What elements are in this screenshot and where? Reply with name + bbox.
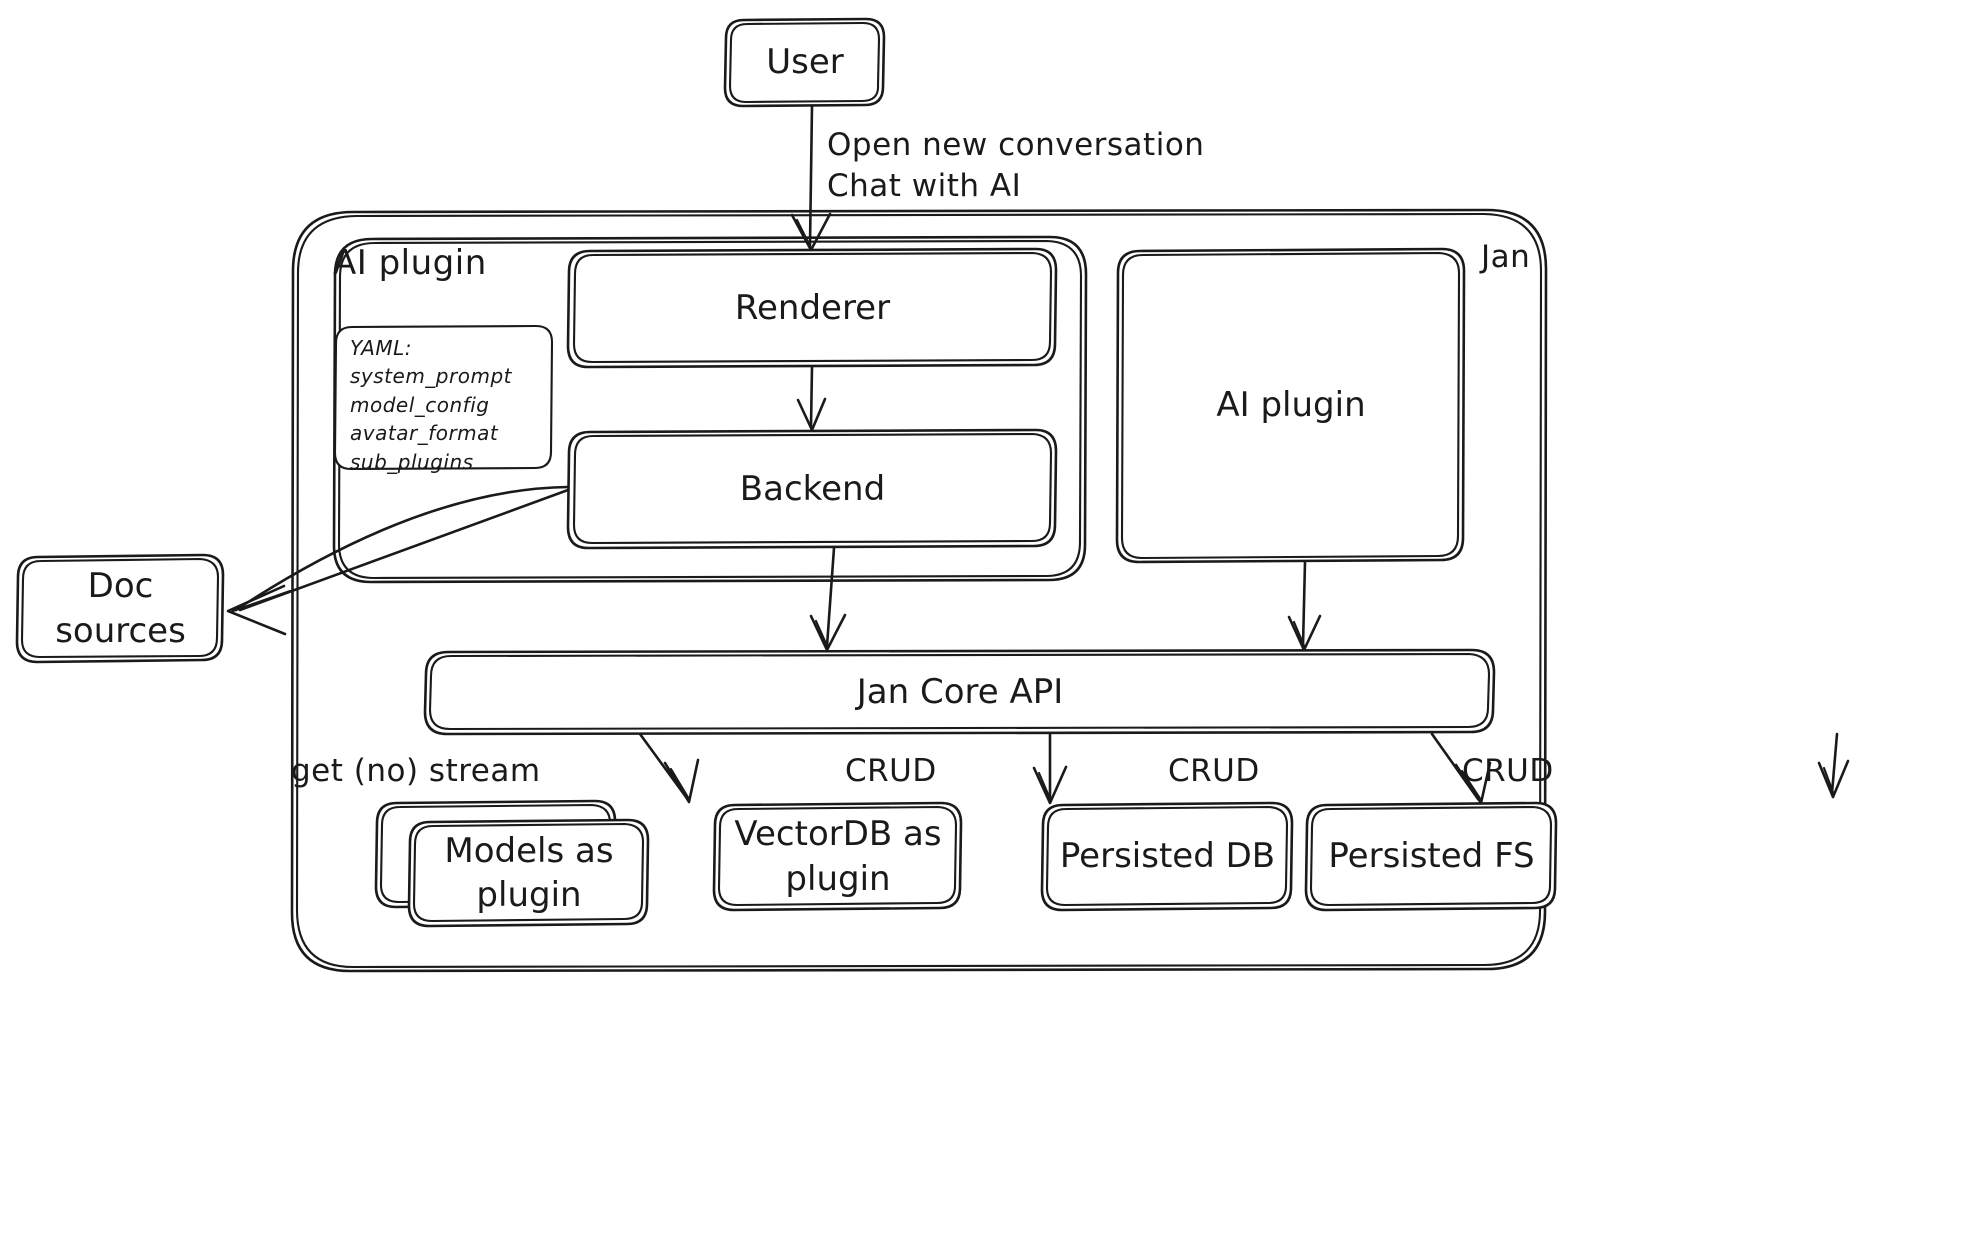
edge-renderer-to-backend: [796, 365, 827, 432]
renderer-node-shape: [566, 247, 1058, 369]
yaml-key-sub-plugins: sub_plugins: [350, 449, 474, 474]
jan-container-label: Jan: [1481, 239, 1531, 275]
edge-backend-to-doc-sources: [226, 485, 570, 636]
ai-plugin-group-label: AI plugin: [333, 243, 487, 283]
vectordb-as-plugin-shape: [712, 801, 963, 912]
user-node-shape: [723, 17, 886, 108]
yaml-config-box: YAML: system_prompt model_config avatar_…: [350, 334, 512, 476]
jan-core-api-shape: [423, 648, 1496, 736]
edge-label-get-no-stream: get (no) stream: [291, 753, 541, 789]
models-as-plugin-shape: [374, 799, 650, 928]
edge-core-api-to-persisted-db: [1430, 732, 1492, 805]
doc-sources-shape: [15, 553, 225, 664]
yaml-key-model-config: model_config: [350, 392, 490, 417]
backend-node-shape: [566, 428, 1058, 550]
edge-label-crud-persisted-fs: CRUD: [1462, 753, 1554, 789]
yaml-key-avatar-format: avatar_format: [350, 421, 499, 446]
ai-plugin-group-shape: [332, 235, 1088, 584]
edge-label-chat-with-ai: Chat with AI: [827, 168, 1022, 204]
yaml-box-shape: [333, 324, 554, 471]
yaml-key-system-prompt: system_prompt: [350, 364, 512, 389]
persisted-db-shape: [1040, 801, 1294, 912]
ai-plugin-right-shape: [1115, 247, 1466, 564]
jan-container-shape: [290, 208, 1548, 973]
edge-label-open-new-conversation: Open new conversation: [827, 127, 1205, 163]
persisted-fs-shape: [1304, 801, 1558, 912]
edge-label-crud-vectordb: CRUD: [845, 753, 937, 789]
edge-core-api-to-persisted-fs: [1817, 732, 1850, 799]
edge-user-to-renderer: [790, 104, 832, 252]
edge-core-api-to-vectordb: [1032, 732, 1068, 805]
yaml-heading: YAML:: [350, 336, 412, 360]
edge-label-crud-persisted-db: CRUD: [1168, 753, 1260, 789]
edge-core-api-to-models: [638, 732, 700, 804]
edge-backend-to-core-api: [809, 546, 847, 652]
edge-ai-plugin-to-core-api: [1287, 560, 1322, 652]
